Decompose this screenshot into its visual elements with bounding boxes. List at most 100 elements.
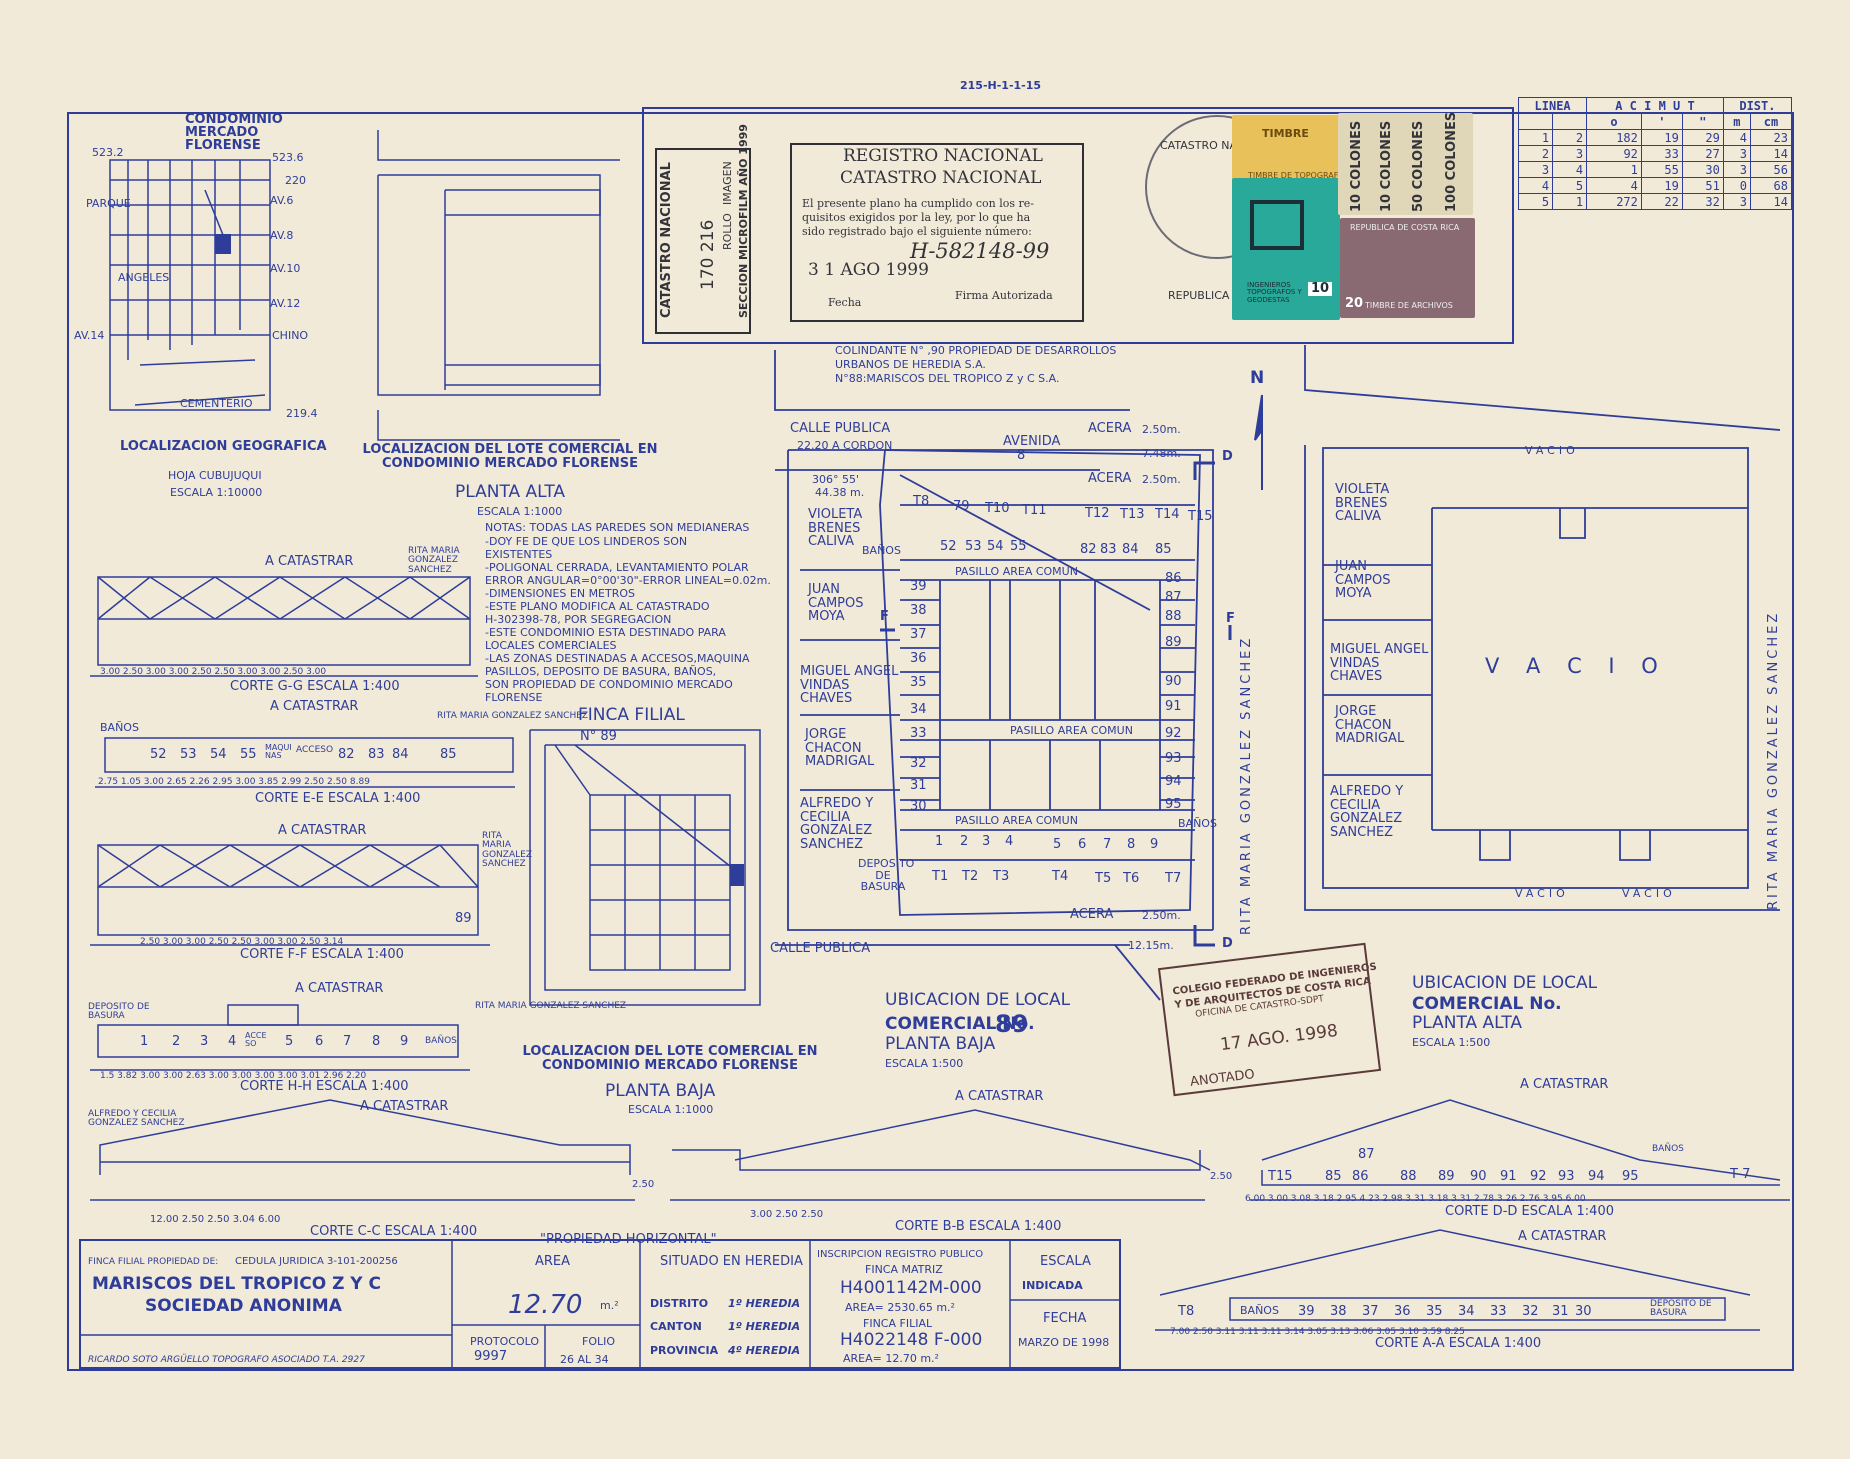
- distrito-value: 1º HEREDIA: [728, 1297, 801, 1310]
- area-value: 12.70: [508, 1290, 583, 1320]
- coord-label: 220: [285, 174, 306, 187]
- unit-label: T11: [1022, 503, 1047, 518]
- ubicacion-alta-level: PLANTA ALTA: [1412, 1013, 1523, 1033]
- lower-lot-scale: ESCALA 1:1000: [628, 1103, 714, 1116]
- rita-label: RITA MARIA GONZALEZ SANCHEZ: [482, 831, 532, 870]
- unit-label: 85: [440, 747, 457, 762]
- unit-label: 1: [935, 834, 944, 849]
- owner-field-label: FINCA FILIAL PROPIEDAD DE:: [88, 1257, 219, 1267]
- unit-label: 36: [910, 651, 927, 666]
- surveyor-label: RICARDO SOTO ARGÜELLO TOPOGRAFO ASOCIADO…: [88, 1355, 365, 1365]
- unit-label: 85: [1155, 542, 1172, 557]
- unit-label: 90: [1165, 674, 1182, 689]
- avenida-number: 8: [1017, 448, 1026, 463]
- vacio-label: VACIO: [1525, 444, 1579, 457]
- table-cell: 3: [1722, 161, 1751, 178]
- lower-lot-level: PLANTA BAJA: [605, 1081, 716, 1101]
- unit-label: 54: [987, 539, 1004, 554]
- section-dims: 6.00 3.00 3.08 3.18 2.95 4.23 2.98 3.31 …: [1245, 1194, 1586, 1204]
- matriz-label: FINCA MATRIZ: [865, 1263, 943, 1276]
- escala-value: INDICADA: [1022, 1279, 1083, 1292]
- filial-label: FINCA FILIAL: [863, 1317, 933, 1330]
- unit-label: 36: [1394, 1304, 1411, 1319]
- registro-text: sido registrado bajo el siguiente número…: [802, 225, 1032, 238]
- unit-label: 53: [965, 539, 982, 554]
- unit-label: 89: [1165, 635, 1182, 650]
- street-label: ANGELES: [118, 271, 170, 284]
- location-map-sheet: HOJA CUBUJUQUI: [168, 469, 262, 482]
- a-catastrar-label: A CATASTRAR: [955, 1089, 1044, 1104]
- stamp-frame: [642, 107, 1514, 344]
- unit-label: 37: [1362, 1304, 1379, 1319]
- finca-marker: [730, 864, 744, 886]
- owner-label: ALFREDO Y CECILIA GONZALEZ SANCHEZ: [88, 1109, 185, 1129]
- unit-label: 9: [400, 1034, 409, 1049]
- unit-label: 92: [1530, 1169, 1547, 1184]
- unit-label: 87: [1358, 1147, 1375, 1162]
- section-ff-caption: CORTE F-F ESCALA 1:400: [240, 947, 404, 962]
- inscripcion-label: INSCRIPCION REGISTRO PUBLICO: [817, 1249, 984, 1260]
- canton-label: CANTON: [650, 1320, 702, 1333]
- unit-label: 79: [953, 499, 970, 514]
- unit-label: BAÑOS: [1240, 1304, 1279, 1317]
- coord-label: 523.6: [272, 151, 304, 164]
- firma-label: Firma Autorizada: [955, 289, 1053, 302]
- table-cell: 272: [1586, 193, 1642, 210]
- ubicacion-baja-level: PLANTA BAJA: [885, 1034, 996, 1054]
- table-cell: 51: [1681, 177, 1724, 194]
- street-label: CEMENTERIO: [180, 397, 253, 410]
- table-subheader: ": [1681, 113, 1724, 130]
- note-line: -ESTE PLANO MODIFICA AL CATASTRADO: [485, 600, 710, 613]
- a-catastrar-label: A CATASTRAR: [1518, 1229, 1607, 1244]
- unit-label: 33: [910, 726, 927, 741]
- unit-label: 87: [1165, 590, 1182, 605]
- owner-label: JUAN CAMPOS MOYA: [1335, 559, 1391, 602]
- street-label: AV.6: [270, 194, 294, 207]
- section-hh-caption: CORTE H-H ESCALA 1:400: [240, 1079, 409, 1094]
- fecha-label: Fecha: [828, 296, 862, 309]
- note-line: PASILLOS, DEPOSITO DE BASURA, BAÑOS,: [485, 665, 717, 678]
- owner-label: JORGE CHACON MADRIGAL: [805, 727, 875, 770]
- colones-stamps: [1338, 113, 1473, 215]
- ground-floor-plan: [774, 350, 1214, 1001]
- seal-text: CATASTRO NACIONAL: [1160, 139, 1279, 152]
- unit-label: 35: [1426, 1304, 1443, 1319]
- location-marker: [215, 234, 231, 254]
- unit-label: 32: [910, 756, 927, 771]
- unit-label: 53: [180, 747, 197, 762]
- registro-text: El presente plano ha cumplido con los re…: [802, 197, 1035, 210]
- protocolo-value: 9997: [474, 1349, 508, 1364]
- note-line: -DIMENSIONES EN METROS: [485, 587, 636, 600]
- bearing-label: 306° 55': [812, 473, 860, 486]
- registro-text: quisitos exigidos por la ley, por lo que…: [802, 211, 1031, 224]
- unit-label: 3: [982, 834, 991, 849]
- unit-label: 83: [368, 747, 385, 762]
- unit-label: 38: [1330, 1304, 1347, 1319]
- corridor-label: PASILLO AREA COMUN: [1010, 724, 1133, 737]
- timbre-label: TIMBRE: [1262, 127, 1309, 140]
- table-cell: 2: [1517, 145, 1554, 162]
- table-cell: 19: [1640, 129, 1683, 146]
- table-cell: 22: [1640, 193, 1683, 210]
- unit-label: 91: [1165, 699, 1182, 714]
- street-label-top: CALLE PUBLICA: [790, 421, 891, 436]
- unit-label: 7: [343, 1034, 352, 1049]
- colones-stamp: 50 COLONES: [1411, 120, 1426, 212]
- unit-label: 5: [1053, 837, 1062, 852]
- avenida-label: AVENIDA: [1003, 434, 1061, 449]
- table-subheader: o: [1586, 113, 1642, 130]
- table-cell: 2: [1552, 129, 1588, 146]
- unit-label: 38: [910, 603, 927, 618]
- provincia-label: PROVINCIA: [650, 1344, 719, 1357]
- north-icon: N: [1250, 368, 1265, 388]
- table-cell: 29: [1681, 129, 1724, 146]
- table-cell: 0: [1722, 177, 1751, 194]
- propiedad-label: "PROPIEDAD HORIZONTAL": [540, 1232, 717, 1247]
- instituto-value: 10: [1308, 282, 1333, 296]
- lower-lot-drawing: [529, 729, 761, 1006]
